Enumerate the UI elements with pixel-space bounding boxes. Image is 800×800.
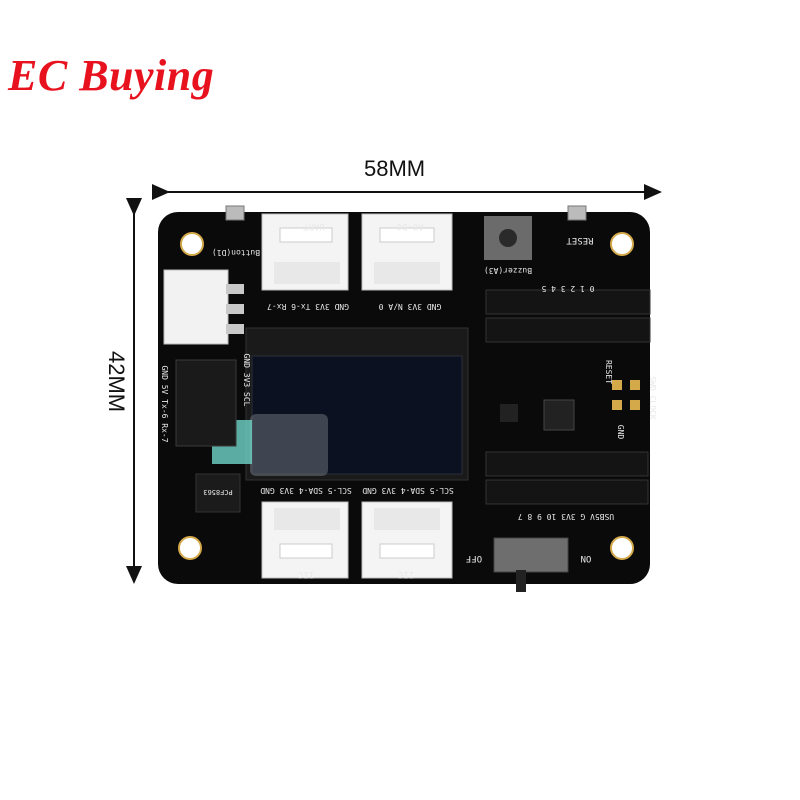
header-bottom bbox=[485, 451, 649, 505]
label-a0-pins: GND 3V3 N/A 0 bbox=[379, 302, 442, 311]
header-top bbox=[485, 289, 651, 343]
power-switch bbox=[493, 537, 569, 573]
label-buzzer: Buzzer(A3) bbox=[484, 266, 532, 275]
brand-logo: EC Buying bbox=[8, 51, 215, 100]
label-left-header2: GND 3V3 SCL bbox=[242, 354, 251, 407]
mounting-holes bbox=[178, 232, 634, 560]
label-iic-right: IIC bbox=[398, 569, 414, 579]
label-header-top-pins: 0 1 2 3 4 5 bbox=[541, 284, 594, 293]
iic-connector-right bbox=[361, 501, 453, 579]
label-button: Button(D1) bbox=[212, 248, 260, 257]
label-reset-side: RESET bbox=[604, 360, 613, 384]
uart-connector bbox=[261, 213, 349, 291]
mcu-chip bbox=[543, 399, 575, 431]
label-iic-pins-left: SCL-5 SDA-4 3V3 GND bbox=[260, 486, 352, 495]
rtc-chip bbox=[195, 473, 241, 513]
label-left-header: GND 5V Tx-6 Rx-7 bbox=[160, 365, 169, 442]
label-iic-pins-right: SCL-5 SDA-4 3V3 GND bbox=[362, 486, 454, 495]
iic-connector-left bbox=[261, 501, 349, 579]
swd-pins bbox=[612, 380, 640, 410]
width-label: 58MM bbox=[364, 156, 426, 181]
label-chip: PCF8563 bbox=[203, 488, 233, 496]
reset-button bbox=[567, 205, 587, 221]
label-a0-d0: A0-D0 bbox=[396, 221, 423, 231]
oled-protective-film bbox=[250, 414, 328, 476]
label-reset: RESET bbox=[566, 235, 594, 245]
label-swd: SWD CLOCK bbox=[648, 376, 657, 420]
left-header bbox=[175, 359, 237, 447]
label-uart-pins: GND 3V3 Tx-6 Rx-7 bbox=[267, 302, 349, 311]
switch-lever bbox=[516, 570, 526, 592]
label-gnd: GND bbox=[616, 425, 625, 440]
a0-d0-connector bbox=[361, 213, 453, 291]
battery-connector bbox=[163, 269, 244, 345]
label-uart: UART bbox=[303, 221, 325, 231]
label-on: ON bbox=[581, 553, 592, 563]
button-d1 bbox=[225, 205, 245, 221]
label-off: OFF bbox=[466, 553, 482, 563]
height-label: 42MM bbox=[104, 351, 129, 413]
small-ic bbox=[500, 404, 518, 422]
label-iic-left: IIC bbox=[298, 569, 314, 579]
label-bottom-header-pins: USB5V G 3V3 10 9 8 7 bbox=[518, 512, 615, 521]
